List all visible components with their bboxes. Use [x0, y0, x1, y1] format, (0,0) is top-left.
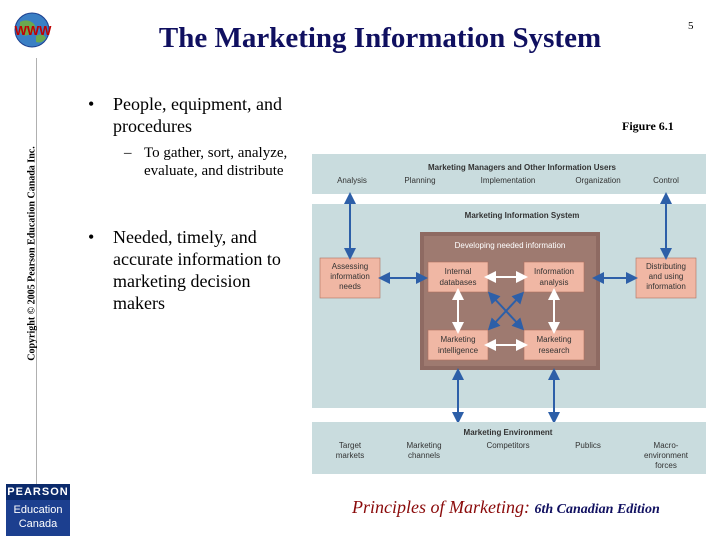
bullet-icon: •: [88, 94, 95, 114]
footer-main: Principles of Marketing:: [352, 497, 530, 517]
logo-text: WWW: [15, 23, 53, 38]
bullet-text: People, equipment, and procedures: [113, 94, 282, 136]
footer-edition: 6th Canadian Edition: [534, 502, 660, 517]
www-globe-logo: WWW: [8, 10, 58, 50]
svg-text:Publics: Publics: [575, 441, 601, 450]
env-title: Marketing Environment: [464, 428, 553, 437]
environment-band: [312, 422, 706, 474]
svg-text:Internal: Internal: [445, 267, 472, 276]
user-item: Implementation: [481, 176, 536, 185]
svg-text:Marketing: Marketing: [406, 441, 441, 450]
svg-text:and using: and using: [649, 272, 684, 281]
bullet-text: Needed, timely, and accurate information…: [113, 227, 281, 313]
mis-title: Marketing Information System: [465, 211, 580, 220]
user-item: Analysis: [337, 176, 367, 185]
bullet-icon: •: [88, 227, 95, 247]
vertical-divider: [36, 58, 37, 536]
svg-text:Marketing: Marketing: [440, 335, 475, 344]
svg-text:databases: databases: [440, 278, 477, 287]
svg-text:environment: environment: [644, 451, 689, 460]
svg-text:needs: needs: [339, 282, 361, 291]
slide-title: The Marketing Information System: [158, 22, 602, 54]
svg-text:research: research: [538, 346, 569, 355]
users-band: [312, 154, 706, 194]
information-analysis-box: [523, 261, 585, 293]
svg-text:forces: forces: [655, 461, 677, 470]
svg-text:Assessing: Assessing: [332, 262, 368, 271]
user-item: Organization: [575, 176, 620, 185]
svg-text:information: information: [646, 282, 686, 291]
page-number: 5: [688, 20, 694, 32]
svg-text:intelligence: intelligence: [438, 346, 479, 355]
developing-title: Developing needed information: [455, 241, 566, 250]
distributing-info-box: [635, 257, 697, 299]
figure-label: Figure 6.1: [622, 119, 674, 133]
svg-text:markets: markets: [336, 451, 364, 460]
users-title: Marketing Managers and Other Information…: [428, 163, 617, 172]
user-item: Planning: [404, 176, 435, 185]
svg-text:analysis: analysis: [540, 278, 569, 287]
svg-text:Marketing: Marketing: [536, 335, 571, 344]
dash-icon: –: [124, 145, 132, 161]
svg-text:Distributing: Distributing: [646, 262, 686, 271]
footer-title: Principles of Marketing: 6th Canadian Ed…: [352, 497, 660, 518]
svg-text:Competitors: Competitors: [486, 441, 529, 450]
svg-text:channels: channels: [408, 451, 440, 460]
pearson-logo: PEARSON Education Canada: [6, 484, 70, 536]
user-item: Control: [653, 176, 679, 185]
bullet-item: • Needed, timely, and accurate informati…: [88, 226, 288, 346]
sub-bullet-text: To gather, sort, analyze, evaluate, and …: [144, 145, 288, 179]
bullet-item: • People, equipment, and procedures: [88, 93, 308, 139]
copyright-notice: Copyright © 2005 Pearson Education Canad…: [26, 146, 38, 361]
svg-text:Information: Information: [534, 267, 574, 276]
svg-text:Target: Target: [339, 441, 362, 450]
svg-text:information: information: [330, 272, 370, 281]
mis-diagram: Marketing Managers and Other Information…: [308, 150, 708, 486]
assessing-needs-box: [319, 257, 381, 299]
svg-text:Macro-: Macro-: [654, 441, 679, 450]
